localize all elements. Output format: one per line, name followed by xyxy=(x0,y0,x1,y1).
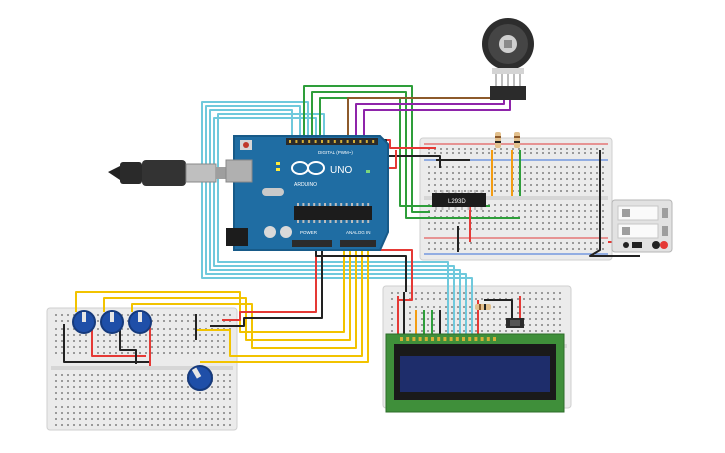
breadboard-pots xyxy=(46,307,238,431)
digital-header-label: DIGITAL (PWM~) xyxy=(318,150,353,155)
power-supply-icon xyxy=(611,199,673,253)
dc-motor-icon xyxy=(482,18,534,100)
atmega-chip xyxy=(294,206,372,220)
potentiometer-2[interactable] xyxy=(100,310,124,334)
resistor-icon xyxy=(495,132,520,148)
arduino-uno-board: DIGITAL (PWM~) UNO ARDUINO POWER ANALOG … xyxy=(225,135,389,251)
usb-cable-icon xyxy=(108,160,232,186)
resistor-lcd xyxy=(475,304,491,310)
power-header-label: POWER xyxy=(300,230,318,235)
potentiometer-3[interactable] xyxy=(128,310,152,334)
analog-header-label: ANALOG IN xyxy=(346,230,371,235)
arduino-logo-icon xyxy=(291,161,325,175)
reset-button[interactable] xyxy=(243,142,249,148)
arduino-brand: ARDUINO xyxy=(294,182,317,188)
lcd-display-icon xyxy=(385,333,565,413)
arduino-model: UNO xyxy=(330,165,352,176)
ic-label: L293D xyxy=(448,199,466,205)
breadboard-top-right xyxy=(419,137,613,261)
pushbutton-icon[interactable] xyxy=(506,318,524,328)
potentiometer-4[interactable] xyxy=(187,365,213,391)
l293d-chip: L293D xyxy=(432,190,486,210)
potentiometer-icon[interactable] xyxy=(72,310,96,334)
